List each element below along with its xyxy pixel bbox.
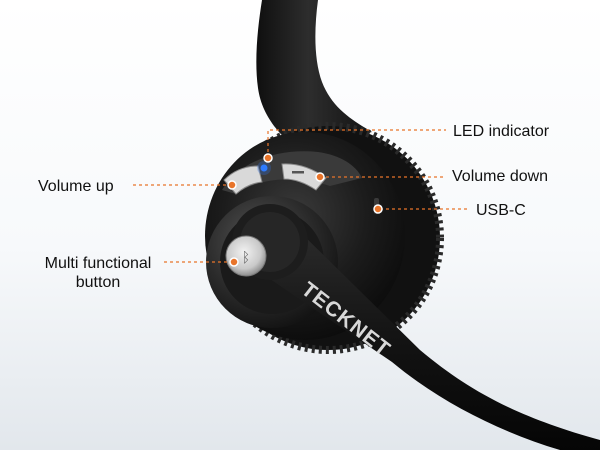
headband-arm <box>256 0 372 150</box>
callout-dot-multi <box>229 257 239 267</box>
callout-dot-usb-c <box>373 204 383 214</box>
led-indicator <box>260 164 268 172</box>
callout-label-multi-functional-button: Multi functional button <box>36 254 160 292</box>
volume-down-button[interactable] <box>281 163 327 191</box>
callout-line-led <box>267 129 446 158</box>
callout-label-volume-up: Volume up <box>38 178 114 195</box>
callout-label-volume-down: Volume down <box>452 168 549 185</box>
callout-dot-led <box>263 153 273 163</box>
callout-dot-volume-down <box>315 172 325 182</box>
microphone-boom <box>240 217 600 450</box>
callout-label-multi-line2: button <box>75 274 121 291</box>
callout-label-usb-c: USB-C <box>476 202 526 219</box>
bluetooth-icon: ᛒ <box>242 250 250 266</box>
callout-dot-volume-up <box>227 180 237 190</box>
callout-label-led-indicator: LED indicator <box>453 123 550 140</box>
callout-label-multi-line1: Multi functional <box>44 255 152 272</box>
